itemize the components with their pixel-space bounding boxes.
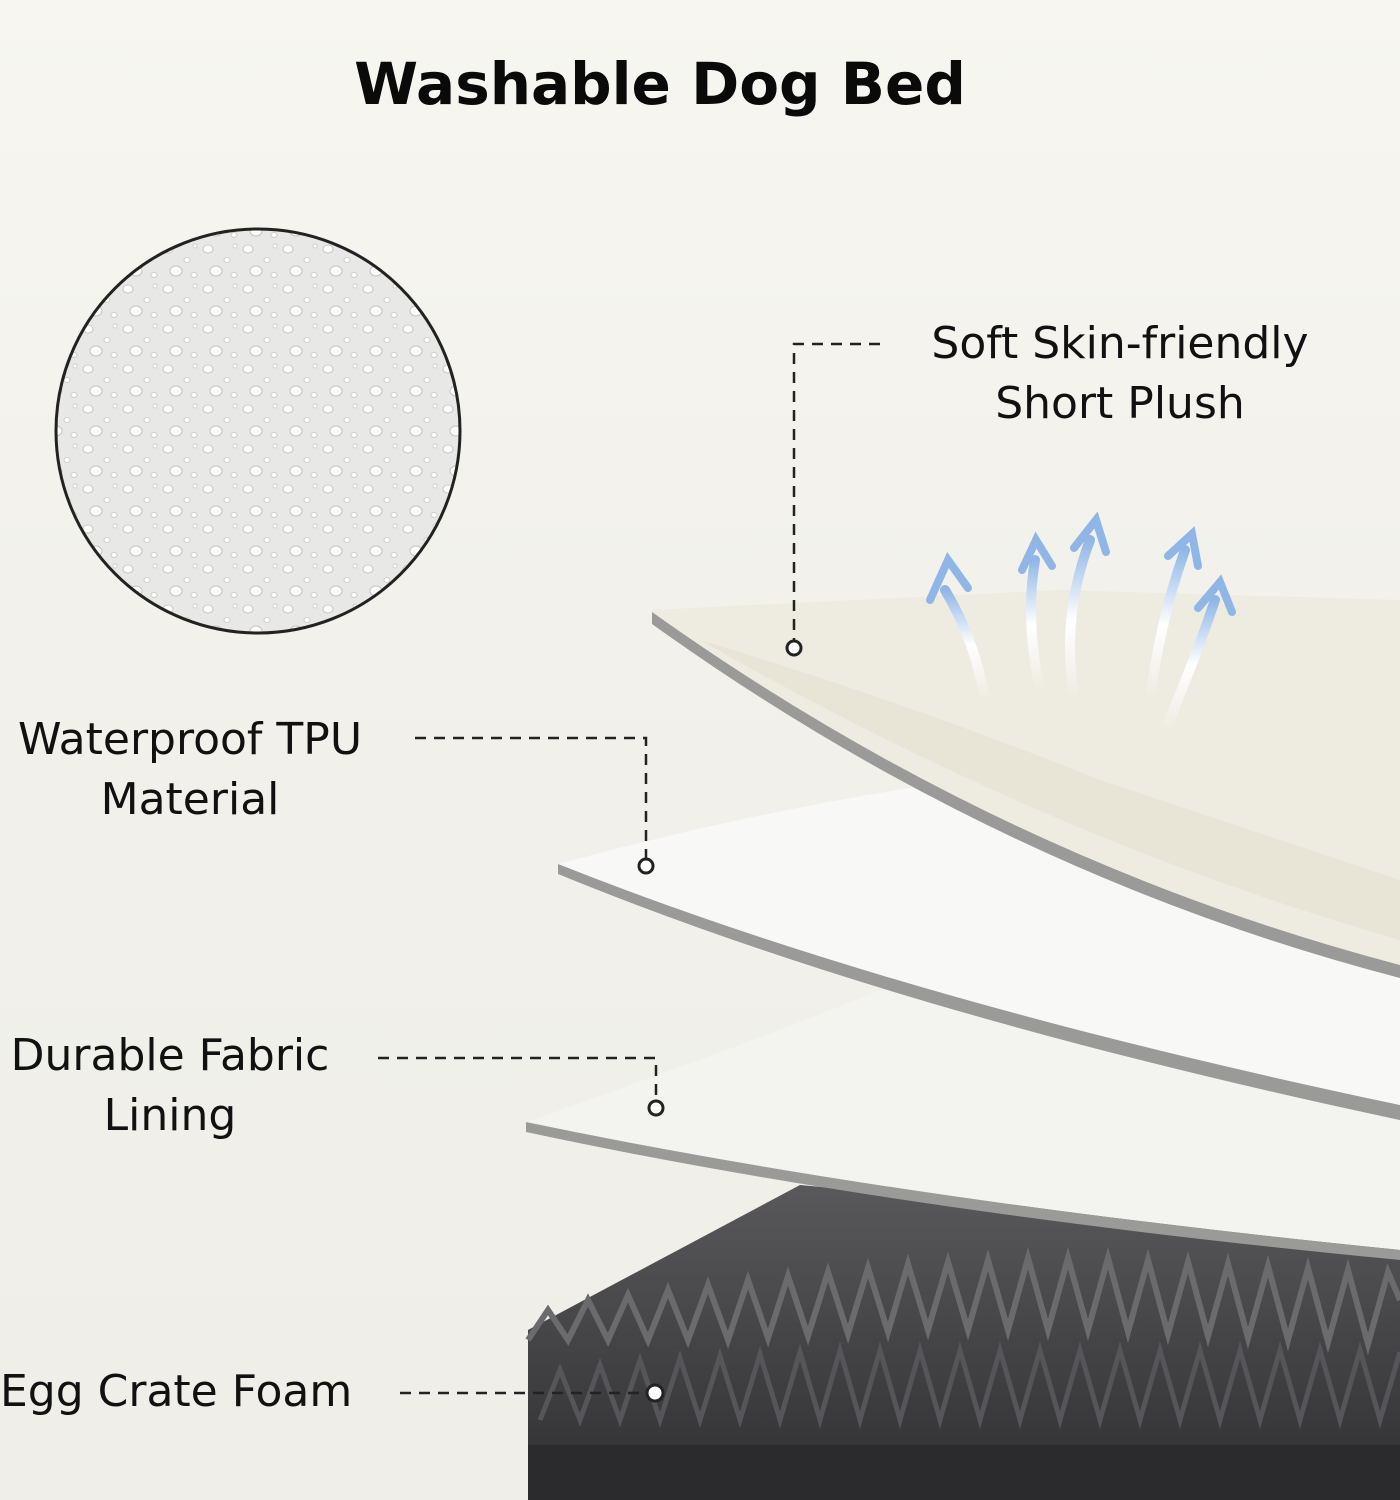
marker-tpu bbox=[637, 857, 655, 875]
label-foam-line1: Egg Crate Foam bbox=[0, 1366, 353, 1417]
egg-crate-foam-layer bbox=[525, 1185, 1400, 1500]
label-plush-line2: Short Plush bbox=[995, 378, 1245, 429]
page-title: Washable Dog Bed bbox=[354, 50, 966, 118]
label-plush: Soft Skin-friendly Short Plush bbox=[900, 314, 1340, 434]
label-foam: Egg Crate Foam bbox=[0, 1362, 380, 1422]
label-tpu-line1: Waterproof TPU bbox=[17, 714, 363, 765]
waterproof-texture-circle bbox=[54, 227, 462, 635]
label-fabric-line2: Lining bbox=[103, 1090, 237, 1141]
label-fabric: Durable Fabric Lining bbox=[0, 1026, 340, 1146]
airflow-arrows-icon bbox=[926, 511, 1236, 735]
leader-plush bbox=[792, 342, 880, 640]
marker-plush bbox=[785, 639, 803, 657]
leader-tpu bbox=[415, 736, 648, 858]
marker-foam bbox=[645, 1383, 665, 1403]
label-tpu: Waterproof TPU Material bbox=[0, 710, 380, 830]
plush-layer bbox=[652, 590, 1400, 978]
label-tpu-line2: Material bbox=[100, 774, 280, 825]
marker-fabric bbox=[647, 1099, 665, 1117]
label-plush-line1: Soft Skin-friendly bbox=[931, 318, 1309, 369]
label-fabric-line1: Durable Fabric bbox=[10, 1030, 330, 1081]
leader-fabric bbox=[378, 1056, 658, 1100]
